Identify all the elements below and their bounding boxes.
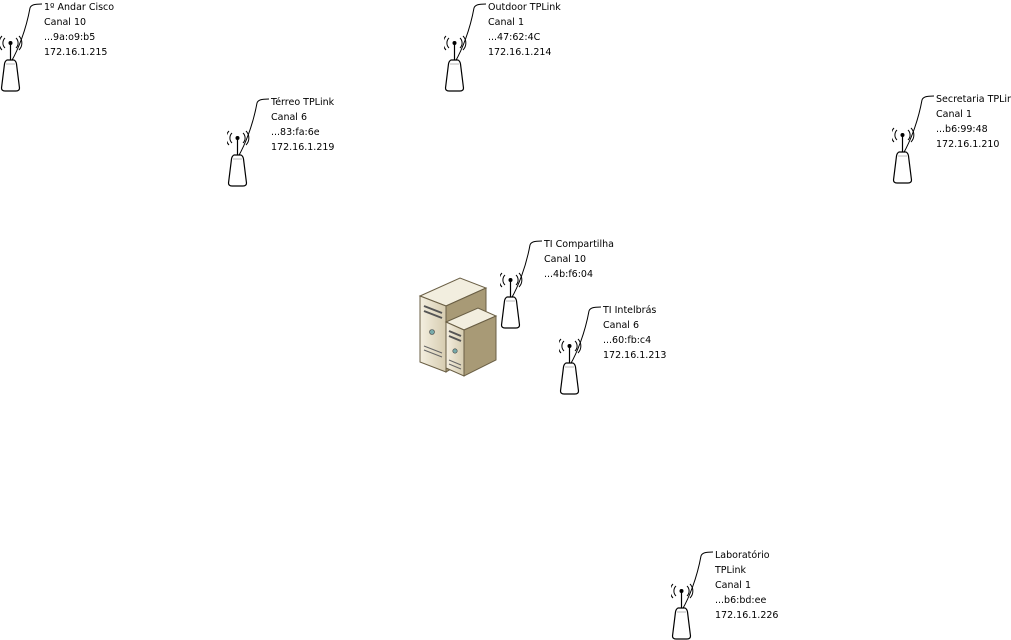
label-line: TI Compartilha <box>544 239 614 250</box>
server-icon[interactable] <box>416 276 498 378</box>
label-line: ...47:62:4C <box>488 32 541 43</box>
label-line: ...4b:f6:04 <box>544 269 594 280</box>
wireless-access-point-icon <box>444 3 487 92</box>
label-line: Canal 6 <box>271 112 308 123</box>
label-line: 172.16.1.210 <box>936 139 1000 150</box>
label-line: Canal 1 <box>936 109 973 120</box>
label-line: TI Intelbrás <box>603 305 657 316</box>
label-line: Canal 10 <box>544 254 587 265</box>
wireless-access-point-icon <box>559 306 602 395</box>
label-line: ...b6:99:48 <box>936 124 988 135</box>
label-line: Outdoor TPLink <box>488 2 561 13</box>
label-line: 172.16.1.215 <box>44 47 108 58</box>
label-line: 1º Andar Cisco <box>44 2 115 13</box>
label-line: Térreo TPLink <box>271 97 335 108</box>
wireless-access-point-icon <box>892 95 935 184</box>
label-line: ...b6:bd:ee <box>715 595 767 606</box>
label-line: Secretaria TPLink <box>936 94 1011 105</box>
wireless-access-point-icon <box>0 3 43 92</box>
label-line: Canal 1 <box>488 17 525 28</box>
label-line: TPLink <box>715 565 746 576</box>
label-line: ...9a:o9:b5 <box>44 32 96 43</box>
label-line: ...60:fb:c4 <box>603 335 652 346</box>
label-line: Laboratório <box>715 550 770 561</box>
wireless-access-point-icon <box>671 551 714 640</box>
label-line: Canal 1 <box>715 580 752 591</box>
wireless-access-point-icon <box>227 98 270 187</box>
label-line: 172.16.1.213 <box>603 350 667 361</box>
label-line: 172.16.1.226 <box>715 610 779 621</box>
label-line: Canal 10 <box>44 17 87 28</box>
label-line: 172.16.1.219 <box>271 142 335 153</box>
label-line: ...83:fa:6e <box>271 127 320 138</box>
label-line: Canal 6 <box>603 320 640 331</box>
label-line: 172.16.1.214 <box>488 47 552 58</box>
wireless-access-point-icon <box>500 240 543 329</box>
